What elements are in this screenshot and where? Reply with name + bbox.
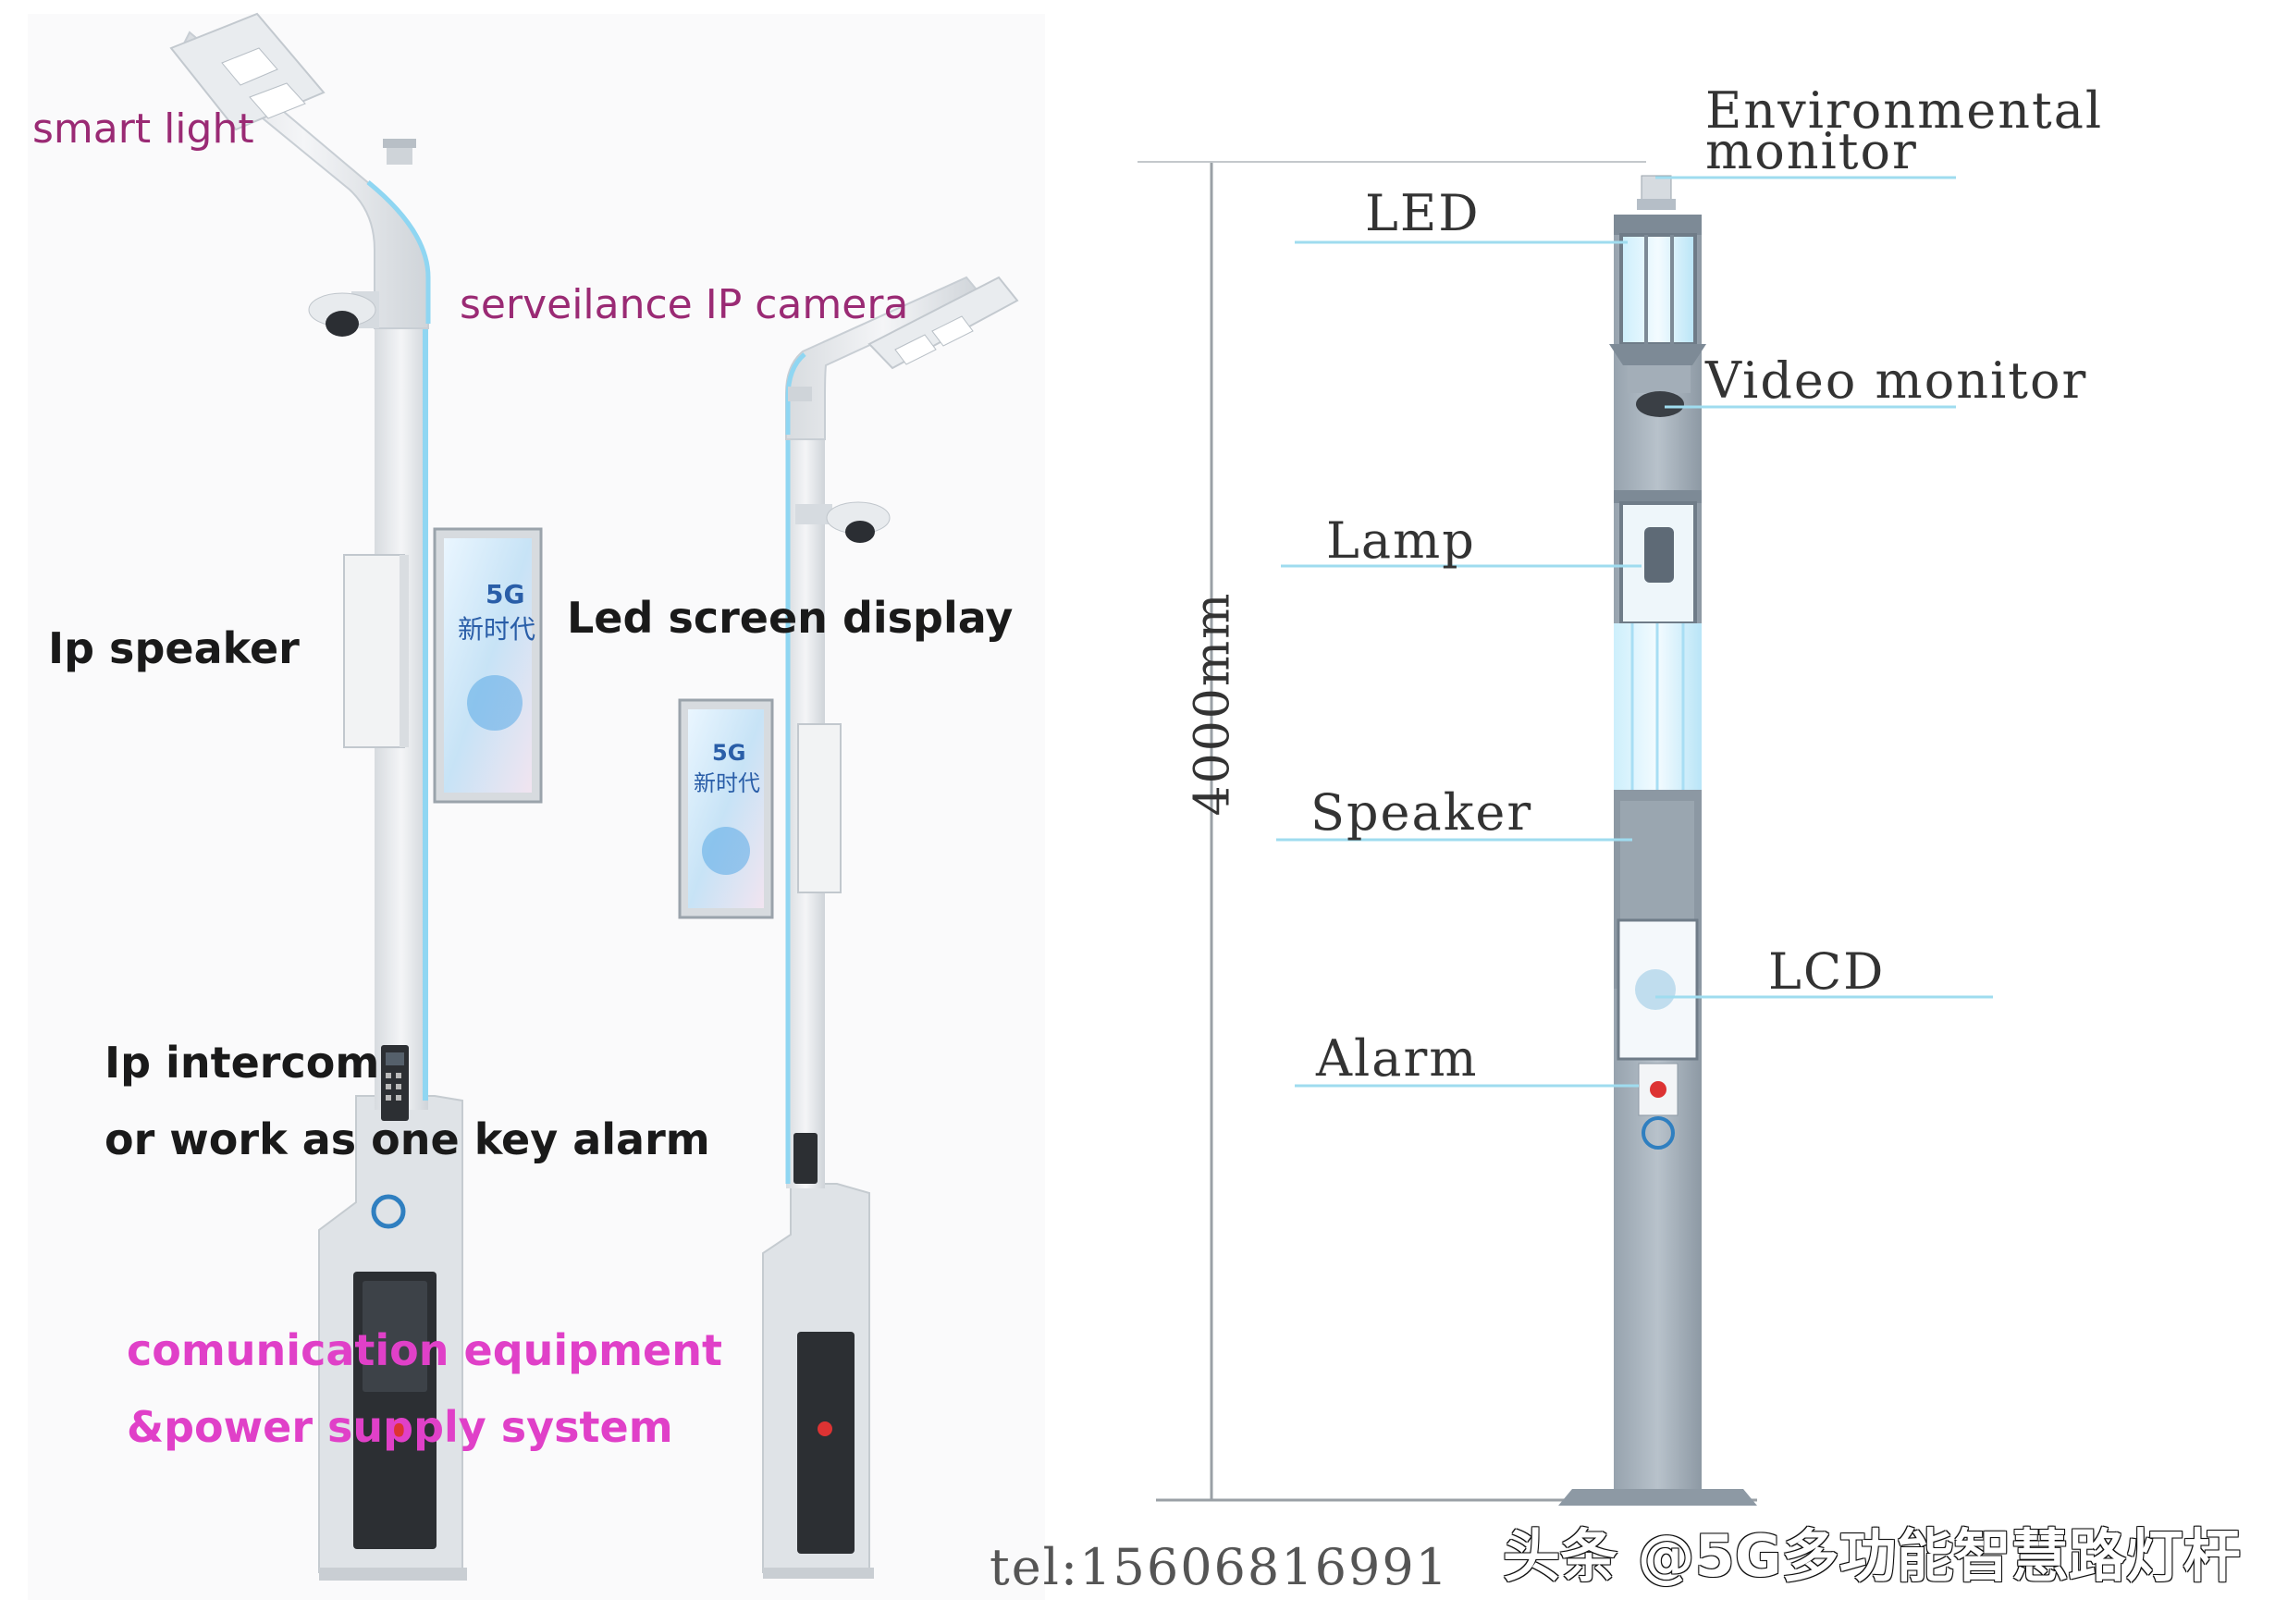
- phone-number: tel:15606816991: [990, 1538, 1450, 1596]
- label-led-screen: Led screen display: [567, 593, 1014, 643]
- logo-icon: [1642, 1116, 1675, 1150]
- label-video-monitor: Video monitor: [1705, 351, 2088, 410]
- environment-sensor: [788, 387, 812, 401]
- led-screen-panel: 5G 新时代: [678, 698, 774, 919]
- screen-headline: 5G: [712, 740, 745, 766]
- label-power-supply: &power supply system: [127, 1402, 673, 1452]
- label-monitor: monitor: [1705, 122, 1918, 180]
- leader-lines: [1276, 176, 1993, 1088]
- left-render-background: [28, 14, 1045, 1600]
- pole-base: [1558, 1489, 1757, 1506]
- label-height-dimension: 4000mm: [1185, 591, 1241, 817]
- label-lamp: Lamp: [1326, 511, 1476, 570]
- screen-headline: 5G: [486, 579, 524, 609]
- label-alarm: Alarm: [1316, 1029, 1479, 1088]
- ip-intercom-panel: [381, 1045, 409, 1121]
- camera-icon: [1628, 365, 1691, 417]
- watermark: 头条 @5G多功能智慧路灯杆: [1503, 1522, 2241, 1590]
- label-lcd: LCD: [1768, 942, 1886, 1001]
- label-led: LED: [1365, 184, 1481, 242]
- label-environmental: Environmental: [1705, 81, 2104, 140]
- left-pole-large: 5G 新时代: [169, 12, 543, 1581]
- label-ip-camera: serveilance IP camera: [460, 281, 909, 328]
- logo-icon: [371, 1194, 406, 1229]
- ip-intercom-panel: [793, 1133, 818, 1184]
- ip-speaker-box: [343, 554, 405, 748]
- label-one-key-alarm: or work as one key alarm: [105, 1114, 710, 1164]
- ip-speaker-box: [797, 723, 842, 893]
- power-cabinet-door: [797, 1332, 855, 1554]
- label-ip-intercom: Ip intercom: [105, 1038, 380, 1088]
- screen-subline: 新时代: [694, 770, 760, 796]
- right-pole: [1138, 161, 1993, 1506]
- led-lantern: [1619, 233, 1697, 346]
- camera-icon: [308, 291, 379, 337]
- screen-subline: 新时代: [458, 614, 535, 645]
- camera-icon: [795, 501, 891, 543]
- label-ip-speaker: Ip speaker: [48, 623, 300, 673]
- label-smart-light: smart light: [32, 105, 254, 153]
- label-speaker: Speaker: [1310, 783, 1533, 842]
- led-screen-panel: 5G 新时代: [433, 527, 543, 804]
- label-communication-equipment: comunication equipment: [127, 1325, 722, 1375]
- left-pole-small: 5G 新时代: [678, 276, 1019, 1579]
- environment-sensor: [387, 148, 412, 165]
